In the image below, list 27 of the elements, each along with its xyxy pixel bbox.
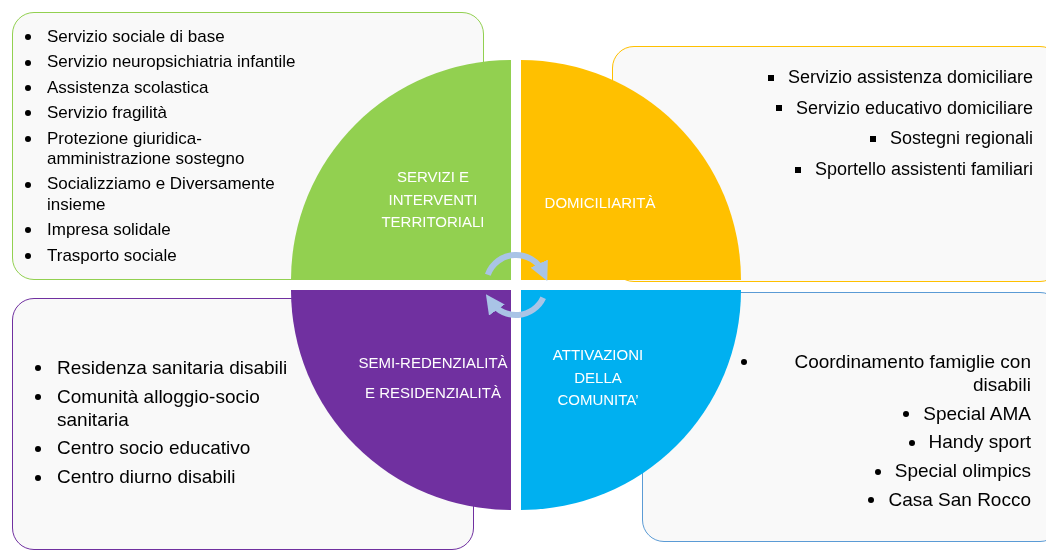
- list-item: Special olimpics: [894, 460, 1031, 483]
- sector-label: SEMI-REDENZIALITÀ E RESIDENZIALITÀ: [358, 353, 508, 403]
- list-item: Special AMA: [923, 402, 1031, 426]
- sector-label: SERVIZI E INTERVENTI TERRITORIALI: [380, 167, 486, 233]
- list-item: Handy sport: [928, 431, 1031, 455]
- list-item: Coordinamento famiglie con disabili: [793, 351, 1031, 397]
- list-item: Servizio fragilità: [47, 103, 167, 124]
- list-item: Servizio neuropsichiatria infantile: [47, 52, 296, 73]
- list-item: Servizio assistenza domiciliare: [787, 67, 1033, 89]
- list-item: Comunità alloggio-socio sanitaria: [57, 385, 261, 432]
- curved-arrow: [485, 252, 548, 281]
- list-item: Centro diurno disabili: [57, 466, 236, 489]
- list-item: Socializziamo e Diversamente insieme: [47, 174, 276, 216]
- list-item: Sportello assistenti familiari: [814, 158, 1033, 181]
- list-item: Casa San Rocco: [888, 489, 1031, 512]
- list-item: Sostegni regionali: [889, 128, 1033, 150]
- list-item: Residenza sanitaria disabili: [57, 357, 288, 380]
- list-item: Centro socio educativo: [57, 437, 251, 461]
- list-item: Impresa solidale: [47, 220, 171, 241]
- list-item: Protezione giuridica-amministrazione sostegno: [47, 128, 246, 170]
- list-item: Servizio sociale di base: [47, 27, 225, 48]
- list-item: Assistenza scolastica: [47, 77, 209, 99]
- curved-arrow: [485, 294, 546, 318]
- list-item: Servizio educativo domiciliare: [795, 97, 1033, 120]
- sector-label: ATTIVAZIONI DELLA COMUNITA’: [551, 345, 645, 411]
- sector-label: DOMICILIARITÀ: [543, 192, 657, 213]
- list-item: Trasporto sociale: [47, 245, 177, 266]
